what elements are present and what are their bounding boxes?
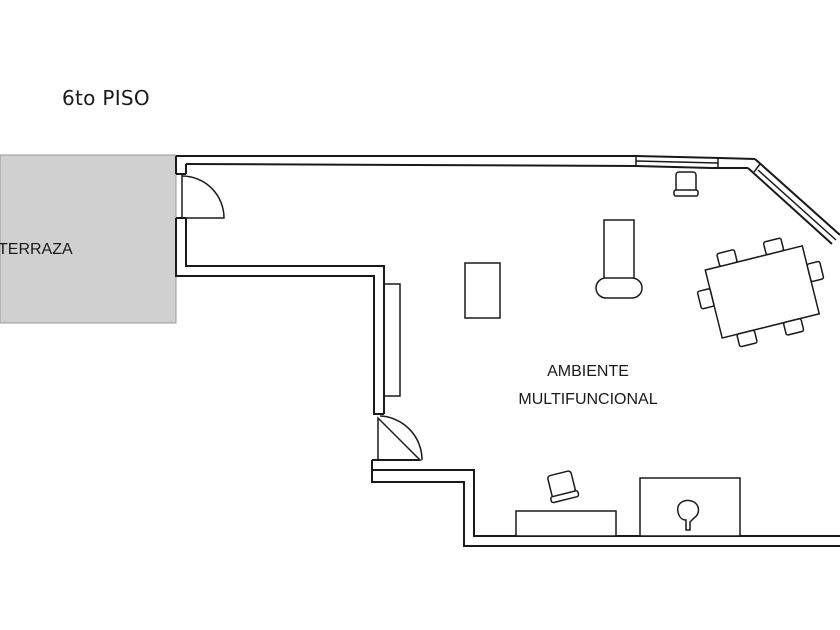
diagonal-wall-outer: [754, 158, 840, 236]
sofa-icon: [603, 219, 635, 281]
main-room-label: AMBIENTE MULTIFUNCIONAL: [518, 363, 657, 408]
inner-wall-outer: [175, 218, 384, 415]
chair-icon: [762, 237, 785, 256]
window-glass: [635, 160, 719, 164]
door-arc: [379, 415, 423, 461]
coffee-table-icon: [464, 262, 501, 319]
terrace-label: TERRAZA: [0, 241, 73, 258]
door-terrace: [181, 174, 225, 219]
dining-set: [696, 237, 825, 348]
terrace-area: TERRAZA: [0, 154, 177, 324]
chair-back: [550, 490, 580, 504]
main-room-label-line2: MULTIFUNCIONAL: [518, 391, 657, 408]
window-jamb: [753, 163, 761, 173]
desk-chair: [547, 470, 580, 504]
terrace-floor: [0, 154, 177, 324]
chair-icon: [806, 260, 825, 283]
chair-icon: [716, 249, 738, 267]
floor-title: 6to PISO: [62, 86, 150, 110]
sink-icon: [677, 499, 700, 531]
diagonal-window-glass: [757, 169, 837, 241]
chair-icon: [736, 329, 758, 348]
top-wall-inner: [185, 163, 748, 169]
diagonal-wall-inner: [747, 167, 833, 245]
sofa-cushion: [595, 277, 643, 299]
desk-icon: [515, 510, 617, 537]
armchair-seat: [673, 189, 699, 197]
door-main: [377, 415, 423, 461]
door-swing-icon: [377, 416, 422, 461]
door-arc: [181, 175, 225, 219]
inner-wall-inner: [185, 218, 385, 414]
chair-icon: [782, 318, 805, 336]
bottom-wall-outer: [371, 460, 840, 547]
top-wall-outer: [176, 155, 756, 160]
chair-icon: [696, 288, 715, 310]
built-in-shelf: [383, 283, 401, 397]
furniture: [464, 171, 825, 537]
main-room-label-line1: AMBIENTE: [547, 363, 629, 380]
